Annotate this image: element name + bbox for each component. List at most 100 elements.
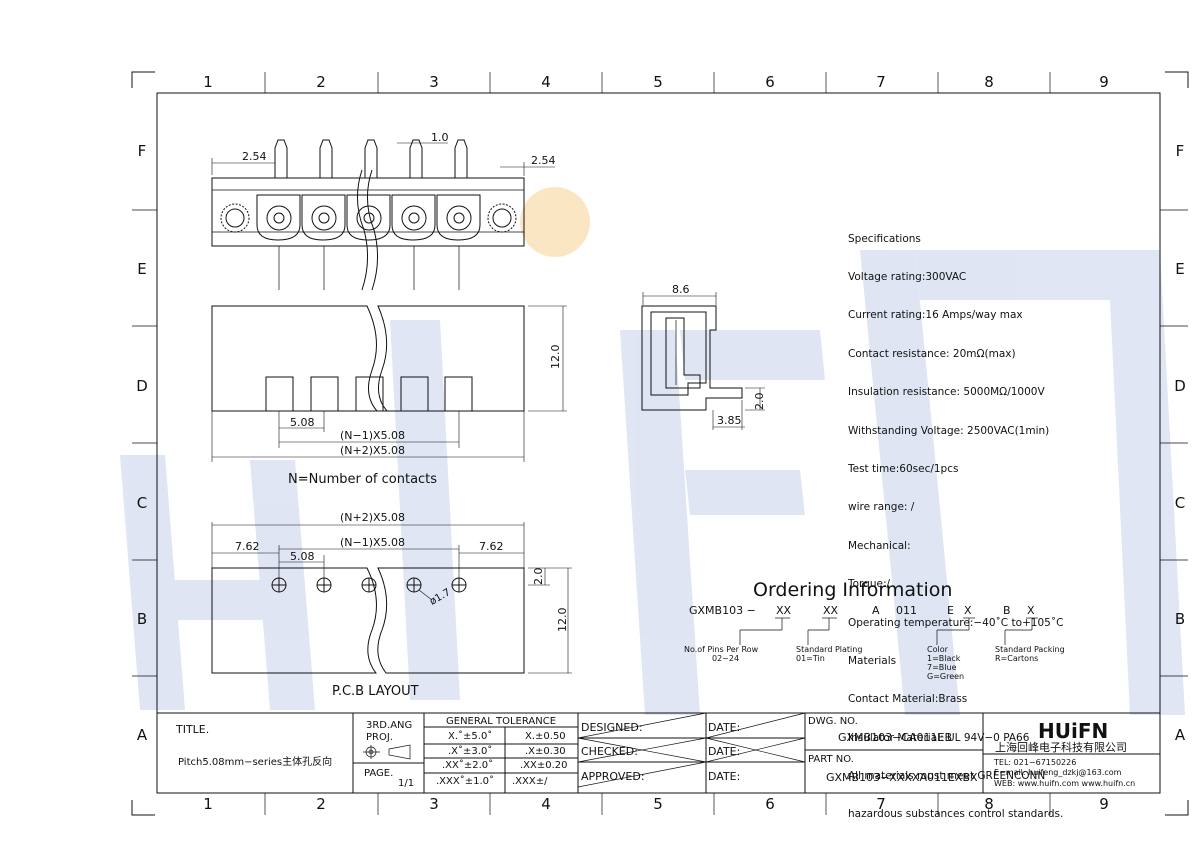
page-value: 1/1 [398, 778, 414, 789]
specifications-block: Specifications Voltage rating:300VAC Cur… [848, 207, 1063, 834]
tolerance-cell: .X±0.30 [525, 746, 566, 757]
code-pins: XX [776, 604, 792, 617]
col-label: 2 [316, 73, 326, 91]
pins-range: 02~24 [712, 654, 739, 663]
dim-label: (N−1)X5.08 [340, 429, 405, 442]
code-color: X [964, 604, 972, 617]
ordering-title: Ordering Information [753, 579, 952, 601]
row-label: F [138, 142, 147, 160]
color-value: 7=Blue [927, 663, 957, 672]
color-label: Color [927, 645, 949, 654]
spec-line: All materials must meet GREENCONN [848, 770, 1046, 783]
spec-line: Insulation resistance: 5000MΩ/1000V [848, 386, 1045, 399]
spec-line: Withstanding Voltage: 2500VAC(1min) [848, 424, 1050, 437]
tolerance-header: GENERAL TOLERANCE [446, 716, 556, 727]
company-web: WEB: www.huifn.com www.huifn.cn [994, 779, 1135, 788]
plating-label: Standard Plating [796, 645, 862, 654]
col-label: 2 [316, 795, 326, 813]
code-packing: X [1027, 604, 1035, 617]
col-label: 1 [203, 795, 213, 813]
dim-label: 2.54 [242, 150, 267, 163]
code-num: 011 [896, 604, 917, 617]
code-a: A [872, 604, 880, 617]
watermark [120, 187, 1185, 715]
zone-ticks [132, 72, 1188, 815]
col-label: 6 [765, 73, 775, 91]
pcb-layout-label: P.C.B LAYOUT [332, 684, 419, 699]
top-view: 12.0 5.08 (N−1)X5.08 (N+2)X5.08 N=Number… [211, 305, 567, 487]
dim-label: 8.6 [672, 283, 690, 296]
ordering-info: Ordering Information GXMB103 − XX XX A 0… [684, 579, 1065, 681]
page-label: PAGE. [364, 768, 393, 779]
company-tel: TEL: 021−67150226 [993, 758, 1076, 767]
checked-label: CHECKED: [581, 745, 638, 758]
tolerance-cell: .XX±0.20 [520, 760, 568, 771]
dim-label: 12.0 [556, 608, 569, 633]
dim-label: (N+2)X5.08 [340, 511, 405, 524]
row-label: A [1175, 726, 1186, 744]
date-label: DATE: [708, 721, 740, 734]
projection-symbol-icon [363, 744, 411, 760]
tolerance-cell: X.±0.50 [525, 731, 566, 742]
code-prefix: GXMB103 − [689, 604, 756, 617]
row-label: E [137, 260, 146, 278]
row-label: B [1175, 610, 1185, 628]
spec-line: wire range: / [848, 501, 915, 514]
col-label: 4 [541, 73, 551, 91]
part-no-label: PART NO. [808, 754, 854, 765]
tolerance-cell: .XXX±/ [512, 776, 548, 787]
dim-label: 2.0 [532, 568, 545, 586]
spec-line: Torque:/ [848, 578, 891, 591]
zone-labels-bottom: 1 2 3 4 5 6 7 8 9 [203, 795, 1109, 813]
col-label: 4 [541, 795, 551, 813]
dim-label: 12.0 [549, 345, 562, 370]
date-label: DATE: [708, 770, 740, 783]
dim-label: 2.0 [753, 393, 766, 411]
spec-line: Insulator Material: UL 94V−0 PA66 [848, 731, 1030, 744]
zone-labels-side: F E D C B A F E D C B A [136, 142, 1186, 744]
col-label: 9 [1099, 795, 1109, 813]
side-view: 8.6 2.0 3.85 [641, 283, 766, 430]
dim-label: (N−1)X5.08 [340, 536, 405, 549]
company-email: E−mail: huifeng_dzkj@163.com [994, 768, 1122, 777]
spec-line: hazardous substances control standards. [848, 808, 1064, 821]
spec-line: Current rating:16 Amps/way max [848, 309, 1023, 322]
color-value: 1=Black [927, 654, 961, 663]
title-block: TITLE. Pitch5.08mm−series主体孔反向 3RD.ANG P… [157, 712, 1160, 793]
title-value: Pitch5.08mm−series主体孔反向 [178, 755, 332, 768]
code-plating: XX [823, 604, 839, 617]
spec-line: Test time:60sec/1pcs [848, 462, 959, 475]
spec-line: Specifications [848, 232, 921, 245]
n-definition-label: N=Number of contacts [288, 472, 437, 487]
tolerance-cell: .XXX˚±1.0˚ [436, 775, 494, 787]
designed-label: DESIGNED: [581, 721, 643, 734]
row-label: E [1175, 260, 1184, 278]
pins-label: No.of Pins Per Row [684, 645, 759, 654]
col-label: 8 [984, 73, 994, 91]
col-label: 7 [876, 73, 886, 91]
dim-label: (N+2)X5.08 [340, 444, 405, 457]
col-label: 6 [765, 795, 775, 813]
spec-line: Voltage rating:300VAC [848, 270, 967, 283]
approved-label: APPROVED: [581, 770, 645, 783]
row-label: A [137, 726, 148, 744]
zone-labels-top: 1 2 3 4 5 6 7 8 9 [203, 73, 1109, 91]
row-label: B [137, 610, 147, 628]
date-label: DATE: [708, 745, 740, 758]
front-dims: 2.54 2.54 1.0 [211, 131, 556, 176]
spec-line: Contact Material:Brass [848, 693, 968, 706]
row-label: D [1174, 377, 1186, 395]
spec-line: Materials [848, 654, 897, 667]
code-e: E [947, 604, 954, 617]
color-value: G=Green [927, 672, 964, 681]
col-label: 7 [876, 795, 886, 813]
dim-label: 2.54 [531, 154, 556, 167]
tolerance-cell: X.˚±5.0˚ [448, 730, 492, 742]
row-label: F [1176, 142, 1185, 160]
row-label: C [137, 494, 147, 512]
dim-label: 7.62 [479, 540, 504, 553]
title-label: TITLE. [175, 723, 209, 736]
col-label: 9 [1099, 73, 1109, 91]
col-label: 8 [984, 795, 994, 813]
